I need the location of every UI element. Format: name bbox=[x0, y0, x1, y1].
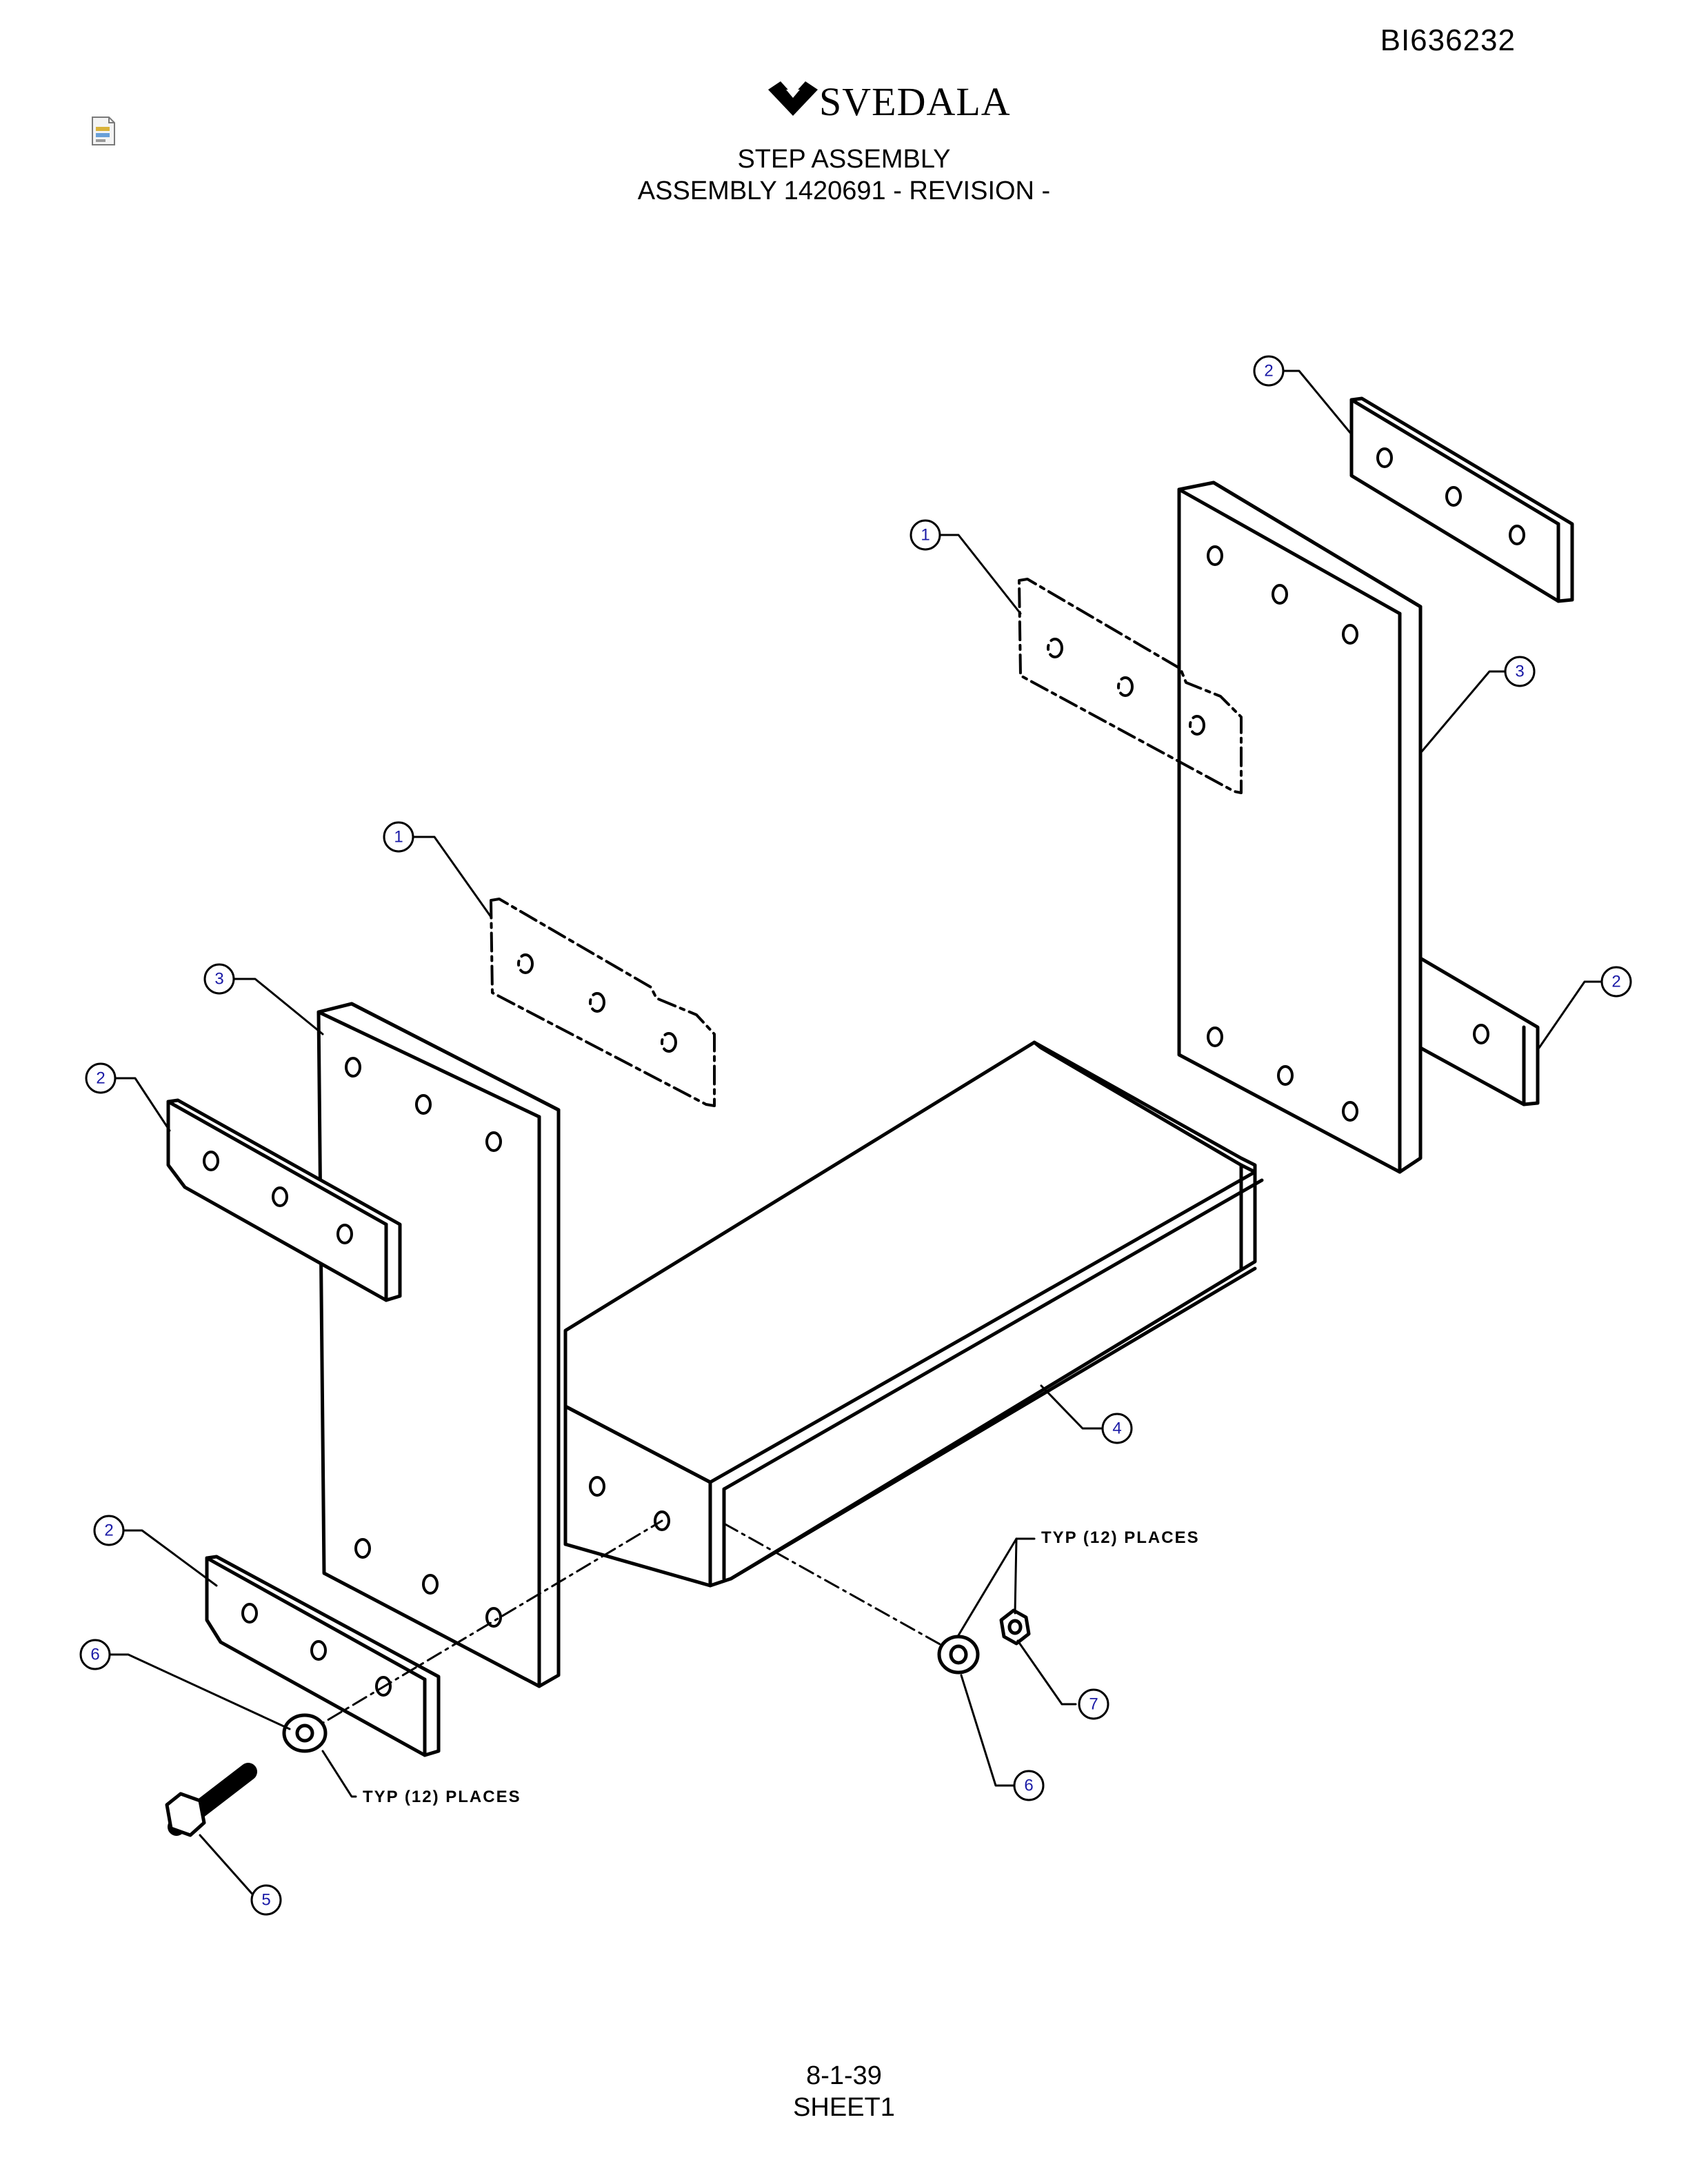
left-side-plate bbox=[316, 1002, 561, 1688]
callout-5: 5 bbox=[261, 1891, 270, 1910]
callout-3-left: 3 bbox=[214, 970, 223, 989]
upper-left-strap bbox=[166, 1098, 402, 1302]
upper-left-dashed-plate bbox=[490, 898, 716, 1107]
note-typ-places-left: TYP (12) PLACES bbox=[363, 1788, 521, 1806]
upper-right-strap bbox=[1349, 396, 1574, 603]
callout-4: 4 bbox=[1112, 1419, 1121, 1438]
callout-1-right: 1 bbox=[921, 526, 930, 545]
drawing-subtitle: ASSEMBLY 1420691 - REVISION - bbox=[637, 176, 1051, 205]
washer-right bbox=[937, 1635, 980, 1675]
step-tread bbox=[563, 1040, 1264, 1588]
drawing-title: STEP ASSEMBLY bbox=[737, 145, 951, 174]
document-icon[interactable] bbox=[90, 116, 117, 146]
sheet-label: SHEET1 bbox=[793, 2093, 895, 2122]
brand-logo: SVEDALA bbox=[765, 74, 1010, 124]
callout-1-left: 1 bbox=[394, 828, 403, 847]
right-side-plate bbox=[1177, 481, 1423, 1174]
callout-7: 7 bbox=[1089, 1695, 1098, 1714]
hex-nut bbox=[999, 1608, 1031, 1646]
lower-right-strap bbox=[1418, 956, 1540, 1106]
callout-2-upper-left: 2 bbox=[96, 1069, 105, 1088]
svedala-logo-icon bbox=[768, 81, 818, 116]
page-number: 8-1-39 bbox=[806, 2061, 882, 2090]
callout-2-lower-left: 2 bbox=[104, 1521, 113, 1540]
callout-6-left: 6 bbox=[90, 1646, 99, 1664]
callout-6-right: 6 bbox=[1024, 1777, 1033, 1795]
callout-2-upper-right: 2 bbox=[1264, 362, 1273, 381]
brand-name: SVEDALA bbox=[819, 79, 1011, 124]
lower-left-strap bbox=[205, 1555, 441, 1757]
callout-2-lower-right: 2 bbox=[1611, 973, 1620, 991]
washer-left bbox=[282, 1713, 328, 1753]
upper-right-dashed-plate bbox=[1018, 578, 1243, 794]
note-typ-places-right: TYP (12) PLACES bbox=[1041, 1528, 1200, 1547]
callout-balloons bbox=[79, 355, 1632, 1916]
document-id: BI636232 bbox=[1380, 23, 1516, 57]
hex-bolt bbox=[165, 1763, 257, 1837]
callout-3-right: 3 bbox=[1515, 663, 1524, 681]
